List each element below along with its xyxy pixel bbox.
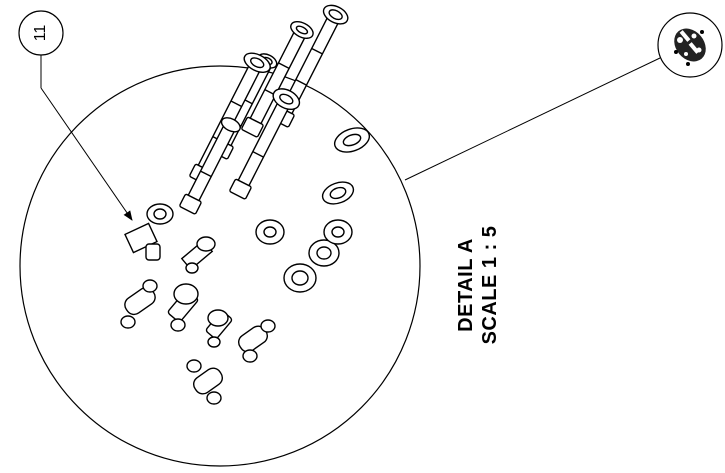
tee-fitting-3	[186, 359, 224, 405]
nut-2	[308, 239, 340, 267]
detail-scale: SCALE 1 : 5	[479, 225, 501, 345]
parts-assembly	[120, 4, 371, 405]
nut-4	[323, 219, 353, 245]
balloon-item-number: 11	[32, 24, 49, 42]
washer-1	[333, 127, 371, 153]
detail-reference-circle	[657, 12, 723, 78]
detail-circle	[19, 65, 421, 467]
elbow-fitting-11	[124, 203, 174, 261]
elbow-fitting-2	[167, 283, 199, 332]
tee-fitting-1	[120, 279, 158, 329]
balloon-leader-arrow	[40, 87, 133, 221]
straight-fitting	[180, 236, 216, 274]
bolt-3	[272, 4, 349, 128]
bolt-6	[229, 88, 301, 200]
nut-3	[255, 219, 285, 245]
detail-title: DETAIL A	[455, 238, 477, 332]
elbow-fitting-3	[205, 309, 233, 348]
tee-fitting-2	[237, 319, 276, 363]
detail-label: DETAIL A SCALE 1 : 5	[454, 226, 502, 345]
bolt-5	[179, 117, 241, 215]
nut-1	[283, 263, 317, 293]
detail-leader-line	[404, 57, 661, 181]
washer-2	[321, 181, 355, 205]
bolt-2	[241, 21, 314, 138]
small-parts-cluster	[674, 28, 706, 66]
